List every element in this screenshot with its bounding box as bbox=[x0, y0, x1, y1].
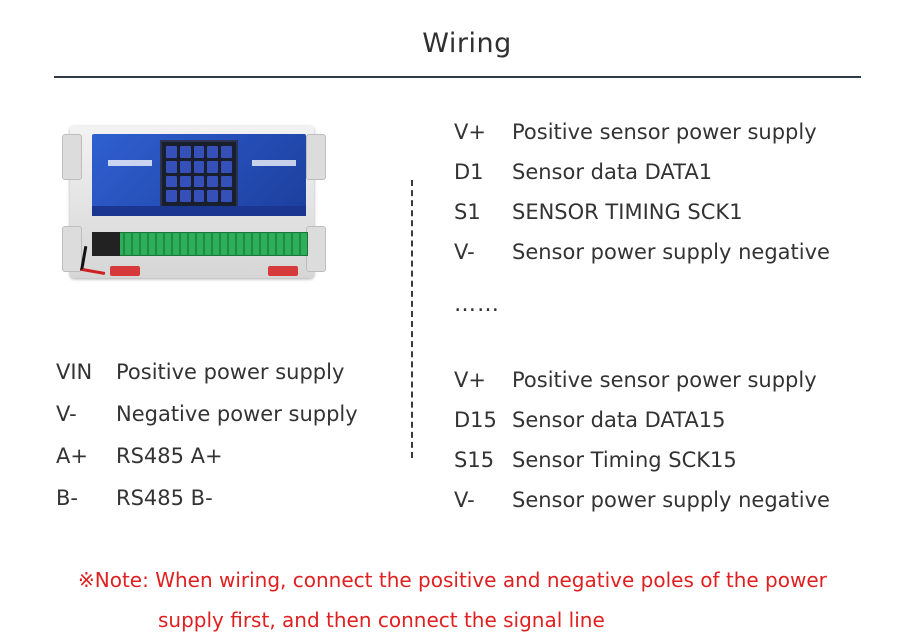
pin-description: Sensor Timing SCK15 bbox=[512, 448, 737, 472]
pin-row-aplus: A+ RS485 A+ bbox=[56, 444, 223, 468]
note-line-2: supply first, and then connect the signa… bbox=[158, 608, 605, 632]
pin-code: A+ bbox=[56, 444, 88, 468]
pin-description: Positive sensor power supply bbox=[512, 368, 817, 392]
device-image bbox=[62, 126, 332, 284]
wiring-note: ※Note: When wiring, connect the positive… bbox=[78, 560, 878, 640]
pin-code: V- bbox=[454, 488, 475, 512]
pin-row-d1: D1 Sensor data DATA1 bbox=[454, 160, 712, 184]
pin-code: S1 bbox=[454, 200, 481, 224]
pin-row-bminus: B- RS485 B- bbox=[56, 486, 213, 510]
pin-description: RS485 A+ bbox=[116, 444, 223, 468]
pin-description: Sensor power supply negative bbox=[512, 488, 830, 512]
pin-description: Sensor power supply negative bbox=[512, 240, 830, 264]
pin-description: Positive power supply bbox=[116, 360, 345, 384]
pin-row-s1: S1 SENSOR TIMING SCK1 bbox=[454, 200, 743, 224]
mount-ear bbox=[306, 226, 326, 272]
mount-ear bbox=[306, 134, 326, 180]
pin-description: SENSOR TIMING SCK1 bbox=[512, 200, 743, 224]
din-clip bbox=[110, 266, 140, 276]
pin-row-vplus-1: V+ Positive sensor power supply bbox=[454, 120, 817, 144]
panel-terminal-legend bbox=[92, 206, 306, 216]
pin-code: S15 bbox=[454, 448, 495, 472]
ellipsis-text: …… bbox=[454, 292, 500, 317]
pin-row-vminus-1: V- Sensor power supply negative bbox=[454, 240, 830, 264]
terminal-block bbox=[92, 232, 308, 256]
power-terminal bbox=[92, 232, 120, 256]
pin-code: V+ bbox=[454, 120, 486, 144]
pin-code: V+ bbox=[454, 368, 486, 392]
page-title: Wiring bbox=[422, 28, 512, 59]
panel-label-mark bbox=[108, 160, 152, 166]
pin-description: RS485 B- bbox=[116, 486, 213, 510]
pin-description: Sensor data DATA15 bbox=[512, 408, 726, 432]
pin-description: Positive sensor power supply bbox=[512, 120, 817, 144]
panel-label-mark bbox=[252, 160, 296, 166]
note-line-1: ※Note: When wiring, connect the positive… bbox=[78, 568, 827, 592]
device-front-panel bbox=[92, 134, 306, 216]
pin-description: Negative power supply bbox=[116, 402, 358, 426]
pin-row-s15: S15 Sensor Timing SCK15 bbox=[454, 448, 737, 472]
pin-row-vminus: V- Negative power supply bbox=[56, 402, 358, 426]
pin-row-d15: D15 Sensor data DATA15 bbox=[454, 408, 725, 432]
device-display bbox=[160, 140, 238, 208]
section-divider bbox=[411, 180, 413, 458]
pin-code: V- bbox=[454, 240, 475, 264]
din-clip bbox=[268, 266, 298, 276]
pin-code: V- bbox=[56, 402, 77, 426]
pin-row-vplus-15: V+ Positive sensor power supply bbox=[454, 368, 817, 392]
power-wire bbox=[80, 246, 109, 275]
pin-code: D1 bbox=[454, 160, 484, 184]
pin-code: B- bbox=[56, 486, 78, 510]
pin-row-vin: VIN Positive power supply bbox=[56, 360, 344, 384]
title-divider bbox=[54, 76, 861, 78]
pin-code: D15 bbox=[454, 408, 497, 432]
mount-ear bbox=[62, 226, 82, 272]
pin-code: VIN bbox=[56, 360, 93, 384]
pin-description: Sensor data DATA1 bbox=[512, 160, 713, 184]
mount-ear bbox=[62, 134, 82, 180]
pin-row-vminus-15: V- Sensor power supply negative bbox=[454, 488, 830, 512]
